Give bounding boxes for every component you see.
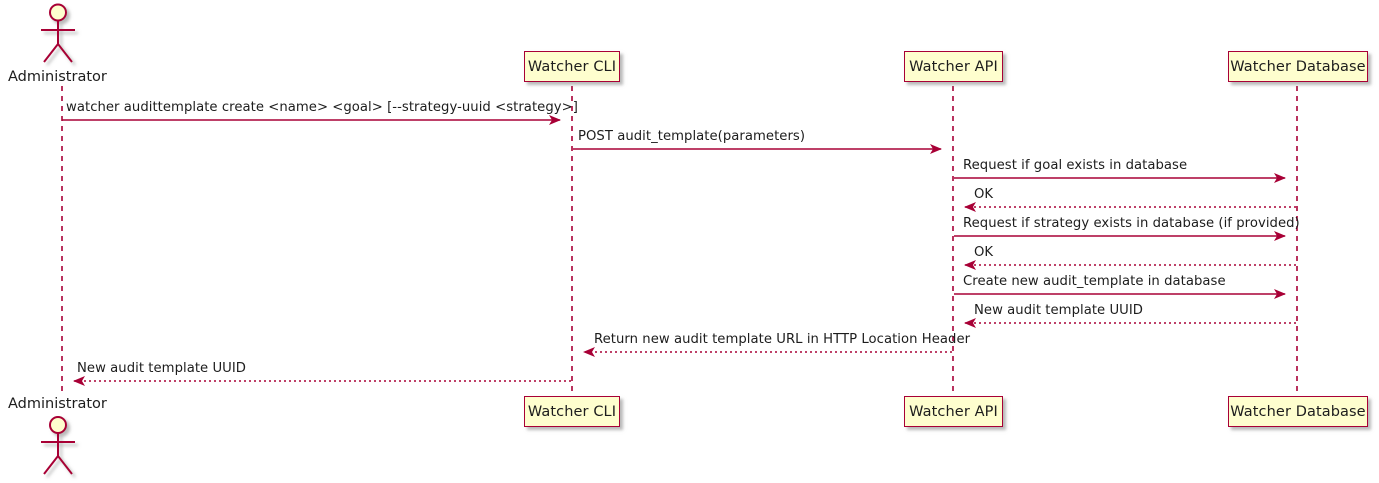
actor-label-administrator-bottom: Administrator <box>8 396 107 412</box>
participant-box-watcher-database-bottom[interactable]: Watcher Database <box>1228 396 1368 427</box>
participant-box-watcher-cli-top[interactable]: Watcher CLI <box>524 51 620 82</box>
message-label-6: Create new audit_template in database <box>963 274 1226 289</box>
participant-box-watcher-api-top[interactable]: Watcher API <box>904 51 1003 82</box>
message-label-1: POST audit_template(parameters) <box>578 129 806 144</box>
actor-label-administrator-top: Administrator <box>8 69 107 85</box>
message-label-5: OK <box>974 245 994 260</box>
participant-label-watcher-api-bottom: Watcher API <box>909 403 998 420</box>
actor-figure-top <box>41 3 75 63</box>
message-label-2: Request if goal exists in database <box>963 158 1188 173</box>
participant-box-watcher-database-top[interactable]: Watcher Database <box>1228 51 1368 82</box>
message-label-9: New audit template UUID <box>77 361 247 376</box>
actor-figure-bottom <box>41 416 75 475</box>
participant-label-watcher-cli: Watcher CLI <box>527 58 617 75</box>
message-label-0: watcher audittemplate create <name> <goa… <box>66 100 578 115</box>
message-label-4: Request if strategy exists in database (… <box>963 216 1300 231</box>
participant-label-watcher-database: Watcher Database <box>1230 58 1366 75</box>
participant-box-watcher-api-bottom[interactable]: Watcher API <box>904 396 1003 427</box>
message-label-8: Return new audit template URL in HTTP Lo… <box>594 332 971 347</box>
participant-label-watcher-database-bottom: Watcher Database <box>1230 403 1366 420</box>
participant-box-watcher-cli-bottom[interactable]: Watcher CLI <box>524 396 620 427</box>
participant-label-watcher-cli-bottom: Watcher CLI <box>527 403 617 420</box>
message-label-7: New audit template UUID <box>974 303 1144 318</box>
message-label-3: OK <box>974 187 994 202</box>
participant-label-watcher-api: Watcher API <box>909 58 998 75</box>
